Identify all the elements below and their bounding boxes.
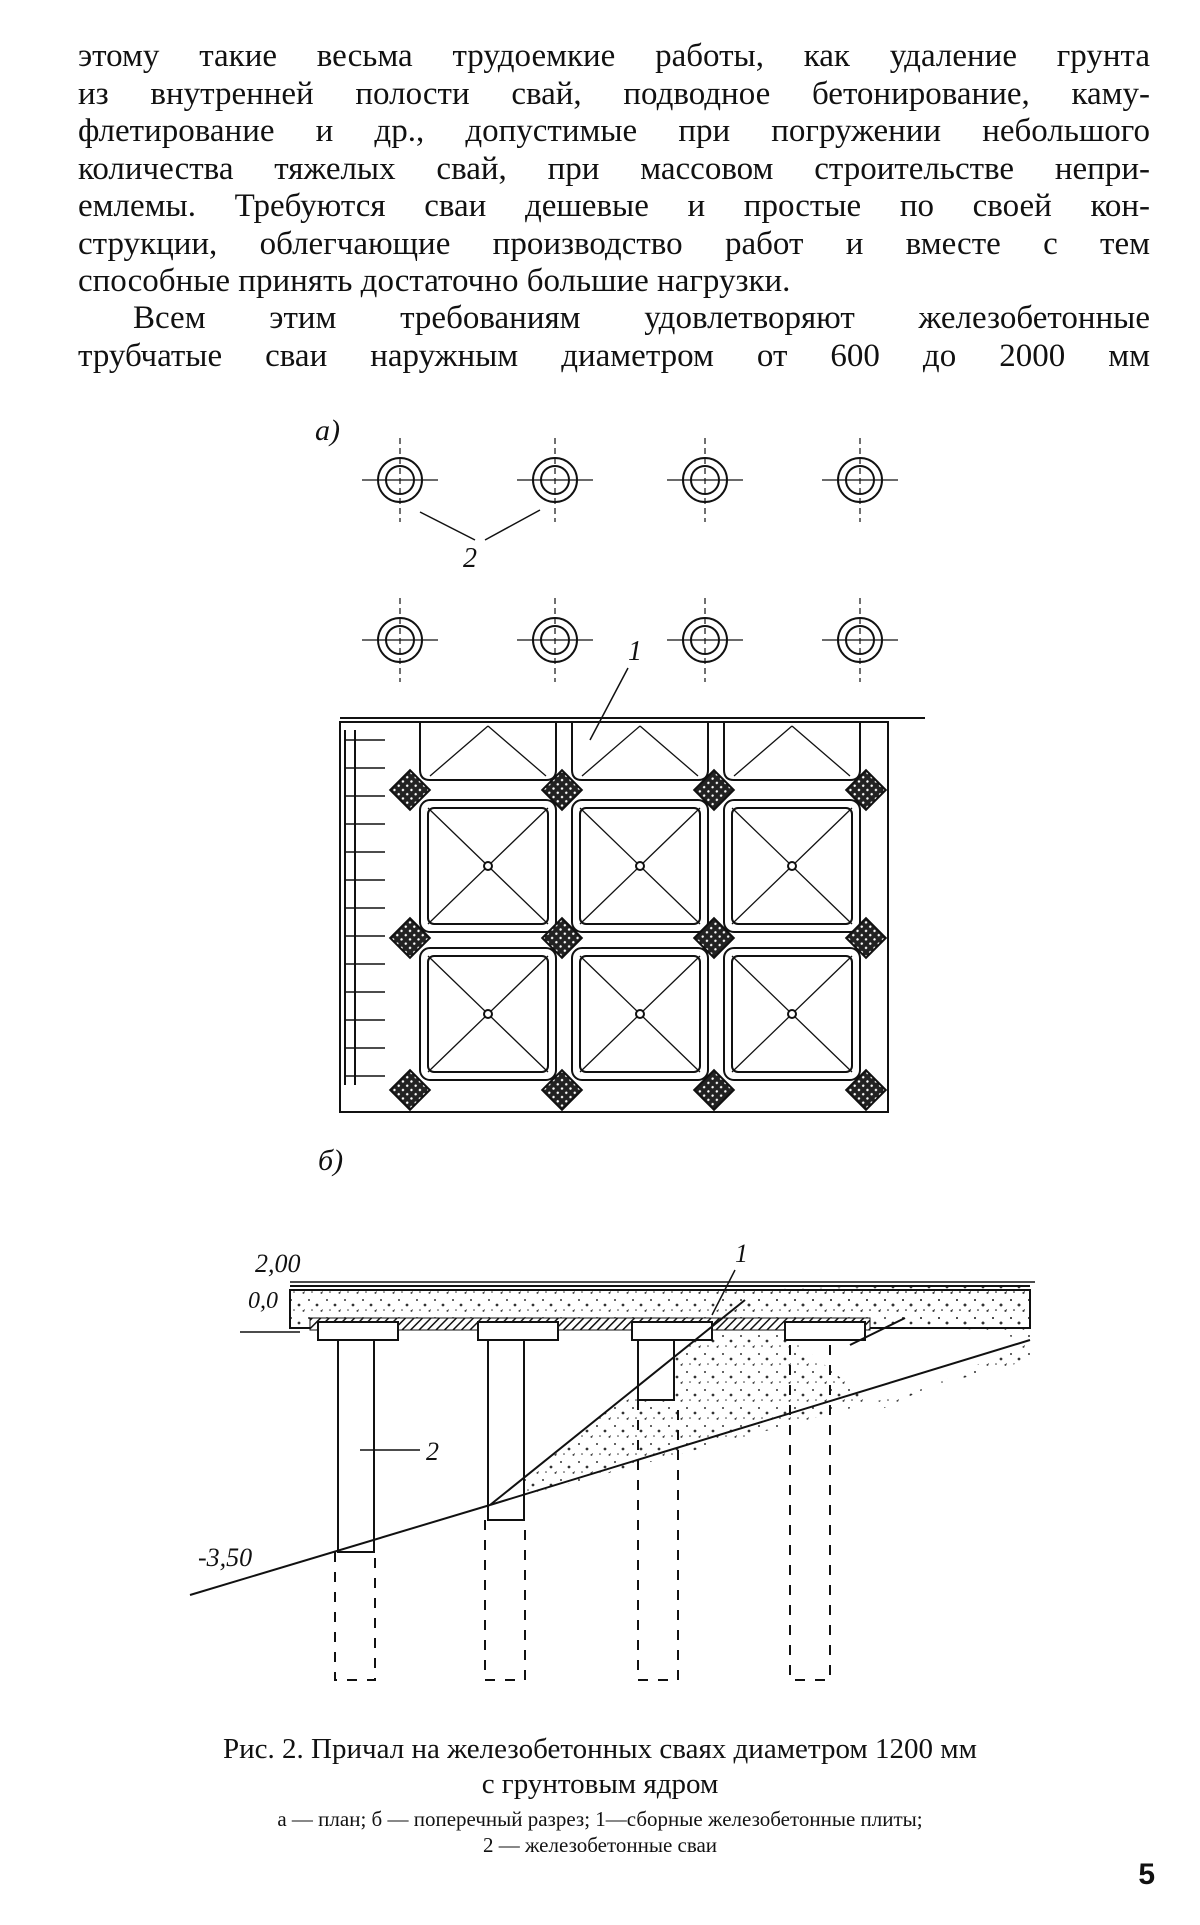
pile-circle <box>667 438 743 522</box>
figure-caption: Рис. 2. Причал на железобетонных сваях д… <box>120 1732 1080 1802</box>
elevation-bottom: -3,50 <box>198 1543 252 1572</box>
text-line: Всем этим требованиям удовлетворяют желе… <box>133 300 1150 336</box>
pile-circle <box>362 438 438 522</box>
slab-panel <box>723 799 861 933</box>
text-line: емлемы. Требуются сваи дешевые и простые… <box>78 188 1150 224</box>
text-line: флетирование и др., допустимые при погру… <box>78 113 1150 149</box>
callout-2-leader <box>419 509 541 541</box>
text-line: этому такие весьма трудоемкие работы, ка… <box>78 38 1150 74</box>
callout-1-leader <box>589 667 629 741</box>
slab-panel-top <box>419 722 557 781</box>
slab-node <box>844 768 888 812</box>
pile-circle <box>667 598 743 682</box>
figure-label-b: б) <box>318 1144 343 1177</box>
slab-plan-grid <box>339 717 925 1113</box>
caption-line-1: Рис. 2. Причал на железобетонных сваях д… <box>223 1733 977 1765</box>
figure-legend: а — план; б — поперечный разрез; 1—сборн… <box>120 1806 1080 1858</box>
legend-line-1: а — план; б — поперечный разрез; 1—сборн… <box>277 1807 923 1831</box>
pile-circle <box>362 598 438 682</box>
callout-1-label: 1 <box>628 636 642 667</box>
text-line: струкции, облегчающие производство работ… <box>78 225 1150 262</box>
slab-panel-top <box>723 722 861 781</box>
text-line: количества тяжелых свай, при массовом ст… <box>78 150 1150 187</box>
legend-line-2: 2 — железобетонные сваи <box>482 1833 718 1857</box>
pile-circle <box>517 598 593 682</box>
slab-node <box>388 768 432 812</box>
slab-panel <box>571 799 709 933</box>
slab-node <box>844 1068 888 1112</box>
cross-section <box>189 1269 1035 1681</box>
elevation-zero: 0,0 <box>248 1288 278 1314</box>
slab-panel <box>571 947 709 1081</box>
page-number: 5 <box>1138 1858 1155 1891</box>
slab-panel <box>723 947 861 1081</box>
text-line: из внутренней полости свай, подводное бе… <box>78 75 1150 112</box>
slab-node <box>388 1068 432 1112</box>
slab-panel <box>419 947 557 1081</box>
pile-circle <box>517 438 593 522</box>
pile-circle <box>822 438 898 522</box>
slab-node <box>844 916 888 960</box>
slab-node <box>540 768 584 812</box>
pile-plan-circles <box>362 438 898 682</box>
callout-2-label: 2 <box>463 543 477 574</box>
pile-circle <box>822 598 898 682</box>
slab-node <box>388 916 432 960</box>
body-paragraph-2: Всем этим требованиям удовлетворяют желе… <box>78 300 1150 375</box>
elevation-top: 2,00 <box>255 1249 301 1278</box>
slab-node <box>692 1068 736 1112</box>
figure-label-a: а) <box>315 414 340 447</box>
text-line: трубчатые сваи наружным диаметром от 600… <box>78 337 1150 374</box>
text-line: способные принять достаточно большие наг… <box>78 263 791 299</box>
slab-node <box>540 916 584 960</box>
section-callout-1: 1 <box>735 1239 748 1268</box>
slab-panel-top <box>571 722 709 781</box>
slab-panel <box>419 799 557 933</box>
slab-node <box>692 916 736 960</box>
slab-node <box>540 1068 584 1112</box>
body-paragraph-1: этому такие весьма трудоемкие работы, ка… <box>78 38 1150 301</box>
section-callout-2: 2 <box>426 1437 439 1466</box>
caption-line-2: с грунтовым ядром <box>481 1768 719 1800</box>
slab-node <box>692 768 736 812</box>
